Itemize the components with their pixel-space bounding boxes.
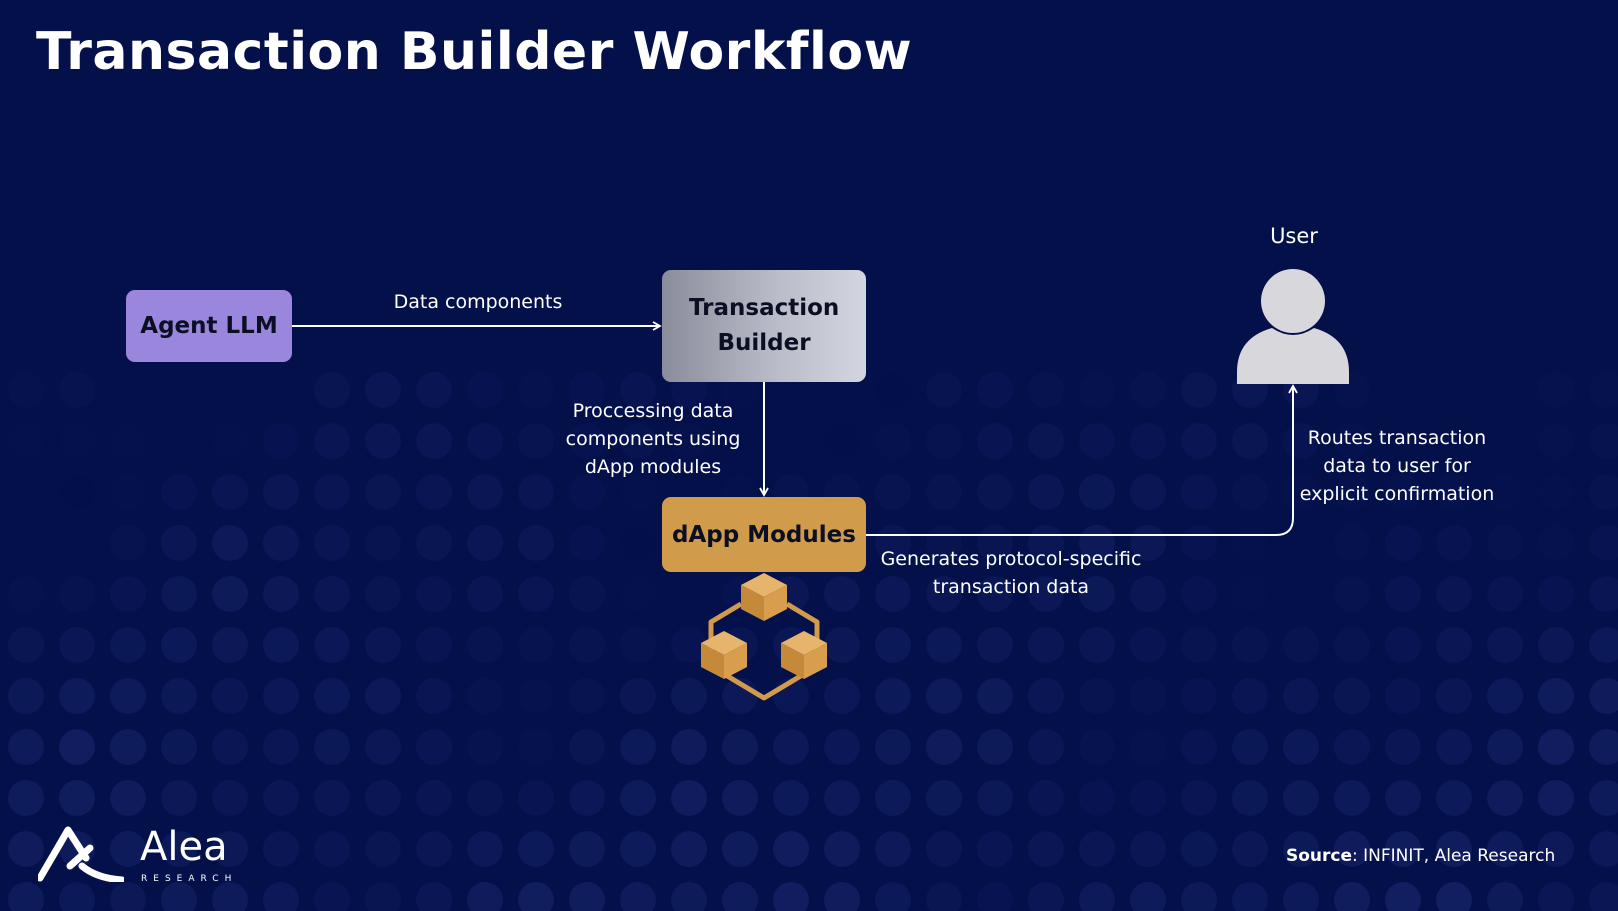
source-note: Source: INFINIT, Alea Research [1286, 846, 1555, 866]
cubes-icon [701, 573, 827, 701]
node-transaction-builder-label: Transaction Builder [689, 295, 840, 356]
brand-tagline: RESEARCH [141, 874, 238, 884]
node-transaction-builder: Transaction Builder [662, 270, 866, 382]
source-label: Source [1286, 846, 1353, 866]
edge-label-routes: Routes transaction data to user for expl… [1299, 427, 1495, 505]
node-user-label: User [1270, 224, 1318, 248]
edge-label-data-components: Data components [393, 291, 563, 313]
arrow-dapp-to-user [866, 384, 1298, 536]
edge-label-generates: Generates protocol-specific transaction … [880, 548, 1142, 598]
node-dapp-modules: dApp Modules [662, 497, 866, 572]
page-title: Transaction Builder Workflow [36, 22, 913, 82]
source-text: : INFINIT, Alea Research [1352, 846, 1556, 866]
brand-name: Alea [140, 824, 228, 870]
alea-logo-icon [38, 826, 124, 882]
node-agent-llm: Agent LLM [126, 290, 292, 362]
edge-label-processing: Proccessing data components using dApp m… [565, 400, 741, 478]
user-icon [1237, 269, 1349, 384]
